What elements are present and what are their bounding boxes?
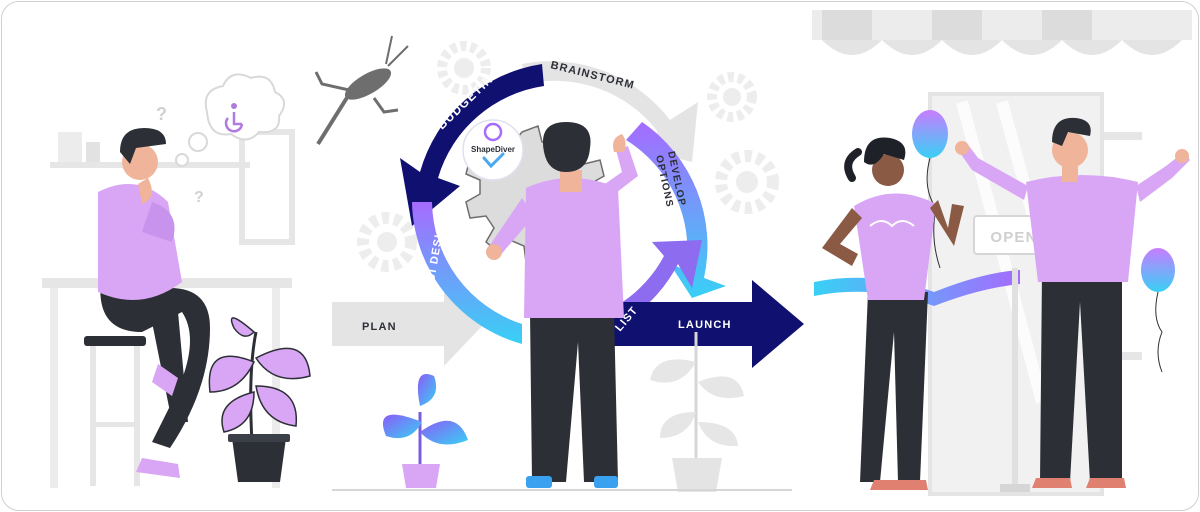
shop-awning: [812, 10, 1192, 55]
launch-arrow: [602, 280, 804, 368]
accessibility-icon: [224, 103, 244, 133]
question-mark-icon: ?: [156, 104, 168, 124]
plan-label: PLAN: [362, 321, 397, 333]
gradient-plant: [382, 374, 468, 488]
right-scene: OPEN: [812, 10, 1192, 496]
budgeting-arrow: [400, 64, 544, 226]
ribbon-post: [1012, 268, 1018, 488]
logo-text: ShapeDiver: [471, 145, 515, 154]
checkmark-icon: [482, 152, 505, 169]
bar-stool: [84, 336, 146, 486]
ui-design-arrow: [412, 202, 522, 344]
center-scene: PLAN LAUNCH BRAINSTORM BUDGETING DEVELOP…: [314, 35, 804, 492]
gear-icon: [437, 41, 491, 95]
standing-man: [486, 122, 638, 488]
left-scene: ? ?: [42, 73, 311, 488]
thought-bubble: [175, 73, 286, 167]
counter-leg: [272, 288, 280, 488]
plan-arrow: [332, 282, 484, 366]
side-shelf: [1102, 132, 1142, 140]
purple-plant: [208, 317, 311, 482]
gear-icon: [357, 212, 417, 272]
counter-leg: [50, 288, 58, 488]
shapediver-logo: ShapeDiver: [462, 119, 524, 181]
shelf-box: [58, 132, 82, 162]
celebrating-man: [955, 117, 1190, 488]
woman-cutting-ribbon: [822, 137, 964, 490]
question-mark-icon: ?: [194, 189, 205, 206]
grey-plant: [650, 332, 744, 492]
launch-label: LAUNCH: [678, 319, 732, 331]
wall-frame: [239, 129, 295, 245]
post-base: [1000, 484, 1030, 492]
gear-icon: [715, 150, 779, 214]
open-sign-text: OPEN: [990, 229, 1037, 246]
balloon-icon: [1141, 248, 1175, 373]
gear-icon: [707, 72, 757, 122]
develop-options-arrow: [626, 122, 726, 298]
thinking-man: [98, 128, 210, 478]
shelf-jar: [86, 142, 100, 162]
grasshopper-icon: [314, 35, 409, 146]
